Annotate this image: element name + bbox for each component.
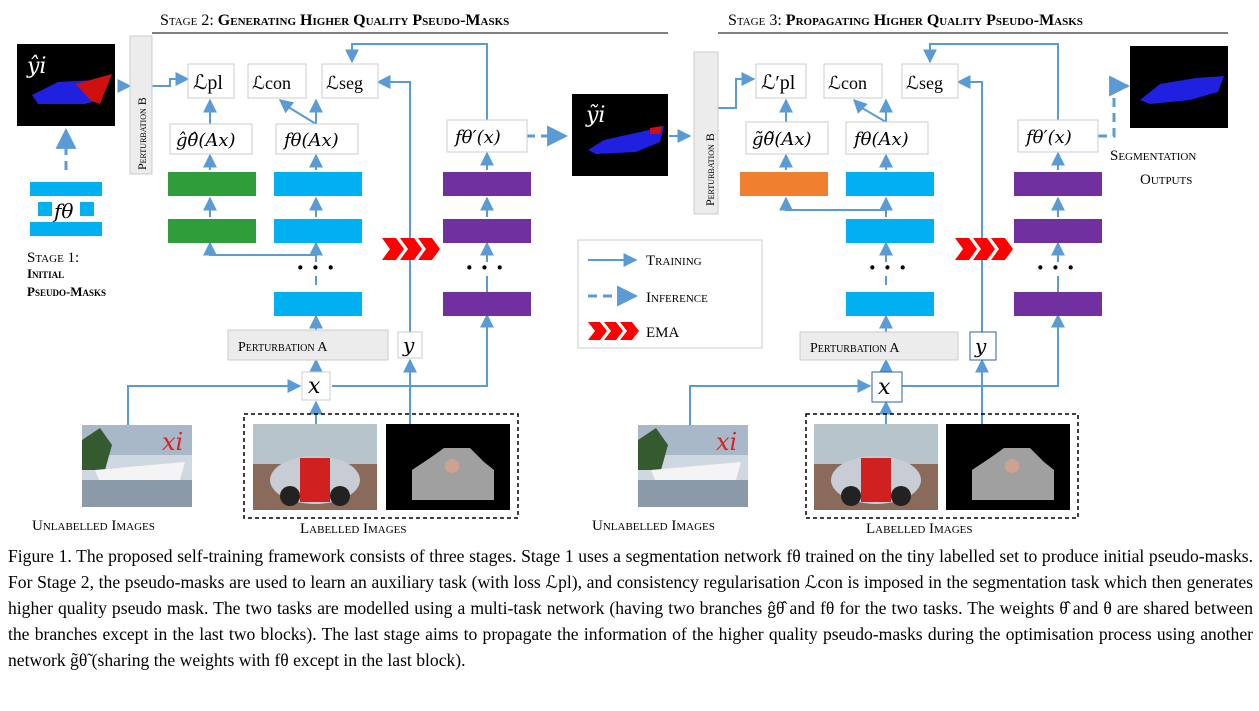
svg-text:ℒseg: ℒseg (326, 73, 363, 93)
svg-text:ℒpl: ℒpl (193, 72, 223, 94)
stage3-input-x: x (871, 371, 903, 403)
stage3-teacher-ellipsis: · · · (1036, 253, 1075, 282)
stage3-labelled-images (805, 413, 1079, 519)
figure-caption-text: Figure 1. The proposed self-training fra… (8, 546, 1253, 670)
svg-text:fθ′(x): fθ′(x) (453, 127, 501, 148)
svg-text:ℒseg: ℒseg (906, 73, 943, 93)
stage3-input-y: y (969, 331, 997, 361)
svg-text:x: x (308, 374, 321, 399)
stage3-loss-pl: ℒ′pl (755, 63, 807, 99)
stage1-network-label: fθ (52, 199, 73, 223)
stage3-labelled-label: Labelled Images (866, 521, 973, 537)
stage2-input-x: x (301, 371, 331, 401)
stage2-teacher-blocks: · · · (443, 172, 531, 316)
svg-text:y: y (402, 333, 415, 357)
stage2-student-ellipsis: · · · (296, 253, 335, 282)
stage3-inference-arrow (1098, 75, 1131, 138)
stage3-perturbation-a: Perturbation A (799, 331, 959, 361)
svg-text:g̃θ̃(Ax): g̃θ̃(Ax) (752, 129, 812, 150)
stage2-loss-pl: ℒpl (187, 63, 235, 99)
stage2-arrows (117, 43, 494, 425)
legend-ema-label: EMA (646, 325, 680, 341)
stage2-perturbation-a: Perturbation A (227, 329, 389, 361)
stage1-label: Stage 1: Initial Pseudo-Masks (27, 250, 106, 299)
stage2-ema-icon (382, 238, 440, 260)
svg-text:Outputs: Outputs (1140, 172, 1192, 188)
segmentation-output-image (1130, 46, 1228, 128)
stage1-mask-image: ŷi (17, 44, 115, 126)
stage2-mask-image: ỹi (572, 94, 668, 176)
svg-text:Segmentation: Segmentation (1110, 148, 1196, 164)
stage2-title: Stage 2: Generating Higher Quality Pseud… (152, 12, 668, 34)
stage1-mask-label: ŷi (26, 54, 46, 79)
svg-text:x: x (878, 375, 891, 400)
stage3-unlabelled-label: Unlabelled Images (592, 518, 715, 534)
legend-training-label: Training (646, 253, 702, 269)
stage2-input-y: y (397, 331, 423, 359)
svg-text:ℒcon: ℒcon (828, 73, 867, 93)
stage1-network: fθ (30, 182, 102, 236)
stage2-loss-con: ℒcon (247, 63, 307, 99)
stage3-title: Stage 3: Propagating Higher Quality Pseu… (718, 12, 1228, 34)
svg-text:fθ(Ax): fθ(Ax) (852, 129, 909, 150)
svg-text:Initial: Initial (27, 266, 64, 281)
framework-diagram: Stage 2: Generating Higher Quality Pseud… (17, 12, 1228, 537)
svg-text:y: y (974, 334, 987, 358)
svg-text:Perturbation B: Perturbation B (135, 97, 149, 170)
stage2-loss-seg: ℒseg (321, 63, 379, 99)
stage2-seg-output: fθ(Ax) (275, 123, 359, 155)
stage2-perturbation-b: Perturbation B (129, 35, 153, 175)
stage2-xi-label: xi (162, 428, 183, 456)
stage2-labelled-label: Labelled Images (300, 521, 407, 537)
stage2-aux-branch-blocks (168, 172, 256, 243)
stage3-perturbation-b: Perturbation B (693, 51, 719, 215)
stage3-aux-output: g̃θ̃(Ax) (745, 121, 829, 155)
stage3-student-ellipsis: · · · (868, 253, 907, 282)
svg-text:ℒ′pl: ℒ′pl (761, 72, 796, 94)
legend: Training Inference EMA (577, 239, 763, 349)
stage3-aux-branch-block (740, 172, 828, 196)
stage3-teacher-blocks: · · · (1014, 172, 1102, 316)
stage2-mask-label: ỹi (585, 103, 605, 128)
svg-text:Perturbation A: Perturbation A (238, 340, 328, 355)
stage2-aux-output: ĝθ̂(Ax) (169, 123, 253, 155)
svg-text:fθ(Ax): fθ(Ax) (282, 130, 339, 151)
stage3-loss-seg: ℒseg (901, 63, 959, 99)
svg-text:Stage 1:: Stage 1: (27, 250, 79, 266)
legend-inference-label: Inference (646, 290, 708, 306)
svg-text:fθ′(x): fθ′(x) (1024, 127, 1072, 148)
stage2-teacher-ellipsis: · · · (465, 253, 504, 282)
svg-text:ℒcon: ℒcon (252, 73, 291, 93)
svg-text:Perturbation A: Perturbation A (810, 341, 900, 356)
segmentation-outputs-label: Segmentation Outputs (1110, 148, 1196, 188)
figure-caption: Figure 1. The proposed self-training fra… (8, 543, 1253, 673)
stage3-ema-icon (955, 238, 1013, 260)
svg-text:Pseudo-Masks: Pseudo-Masks (27, 284, 106, 299)
stage2-unlabelled-image: xi (82, 425, 192, 507)
svg-text:Stage 3: Propagating Higher Qu: Stage 3: Propagating Higher Quality Pseu… (728, 12, 1083, 29)
stage3-seg-output: fθ(Ax) (845, 121, 929, 155)
svg-text:ĝθ̂(Ax): ĝθ̂(Ax) (176, 130, 236, 151)
legend-ema-icon (588, 322, 639, 340)
stage2-unlabelled-label: Unlabelled Images (32, 518, 155, 534)
stage3-loss-con: ℒcon (823, 63, 883, 99)
stage2-student-blocks: · · · (274, 172, 362, 316)
stage3-xi-label: xi (716, 428, 737, 456)
stage3-teacher-output: fθ′(x) (1017, 119, 1099, 153)
stage2-teacher-output: fθ′(x) (446, 119, 528, 153)
svg-text:Perturbation B: Perturbation B (703, 133, 717, 206)
svg-text:Stage 2: Generating Higher Qua: Stage 2: Generating Higher Quality Pseud… (160, 12, 509, 29)
stage2-labelled-images (243, 413, 519, 519)
stage3-unlabelled-image: xi (638, 425, 748, 507)
stage3-student-blocks: · · · (846, 172, 934, 316)
